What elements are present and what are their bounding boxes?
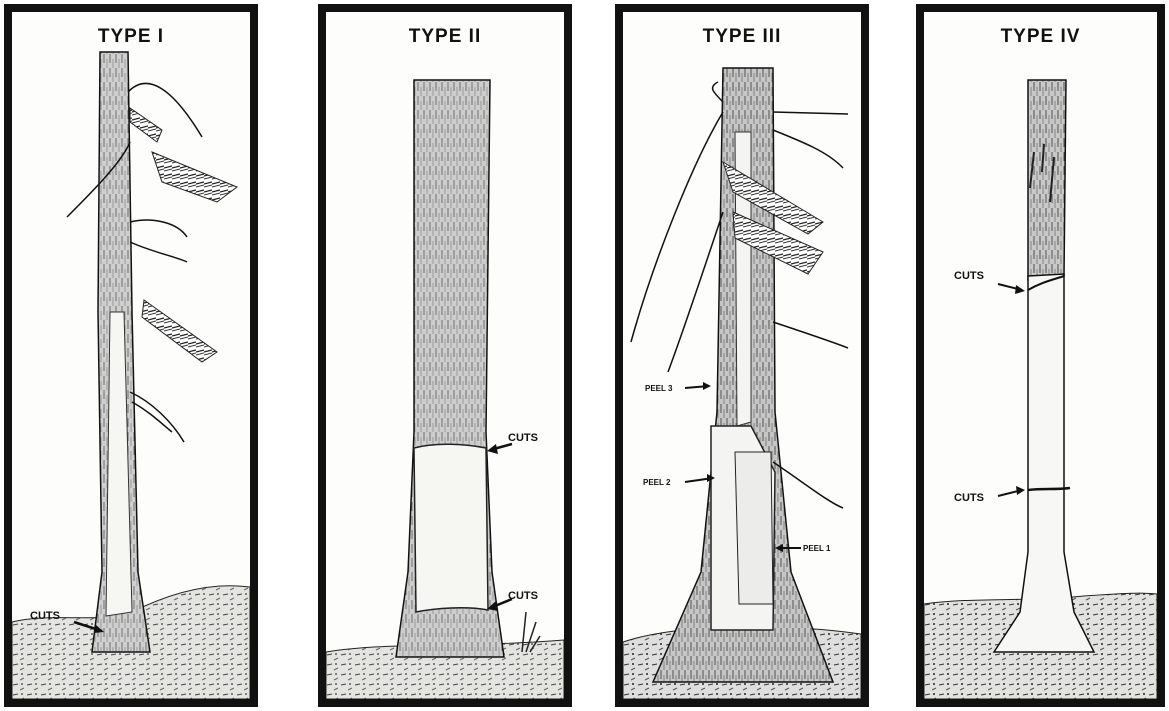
panel-title: TYPE I — [12, 26, 250, 48]
peel-3-label: PEEL 3 — [645, 384, 672, 393]
foliage-cluster — [142, 300, 217, 362]
cuts-label: CUTS — [954, 270, 984, 282]
panel-title: TYPE IV — [924, 26, 1157, 48]
type-4-illustration — [924, 12, 1157, 699]
panel-type-3: TYPE III PEEL 3 PEEL 2 PEEL 1 — [615, 4, 869, 707]
foliage-cluster — [130, 108, 162, 142]
cuts-label: CUTS — [508, 590, 538, 602]
cuts-label: CUTS — [30, 610, 60, 622]
panel-title: TYPE II — [326, 26, 564, 48]
panel-type-4: TYPE IV CUTS CUTS — [916, 4, 1165, 707]
cuts-label: CUTS — [508, 432, 538, 444]
cuts-label: CUTS — [954, 492, 984, 504]
type-1-illustration — [12, 12, 250, 699]
peel-1-label: PEEL 1 — [803, 544, 830, 553]
foliage-cluster — [152, 152, 237, 202]
debarked-area — [414, 444, 488, 612]
panel-type-2: TYPE II CUTS CUTS — [318, 4, 572, 707]
cut-line — [1028, 488, 1070, 490]
peel-2-label: PEEL 2 — [643, 478, 670, 487]
peel-1-area — [735, 452, 773, 604]
debarked-trunk — [994, 274, 1094, 652]
panel-type-1: TYPE I CUTS — [4, 4, 258, 707]
bark-top — [1028, 80, 1066, 280]
type-3-illustration — [623, 12, 861, 699]
panel-title: TYPE III — [623, 26, 861, 48]
